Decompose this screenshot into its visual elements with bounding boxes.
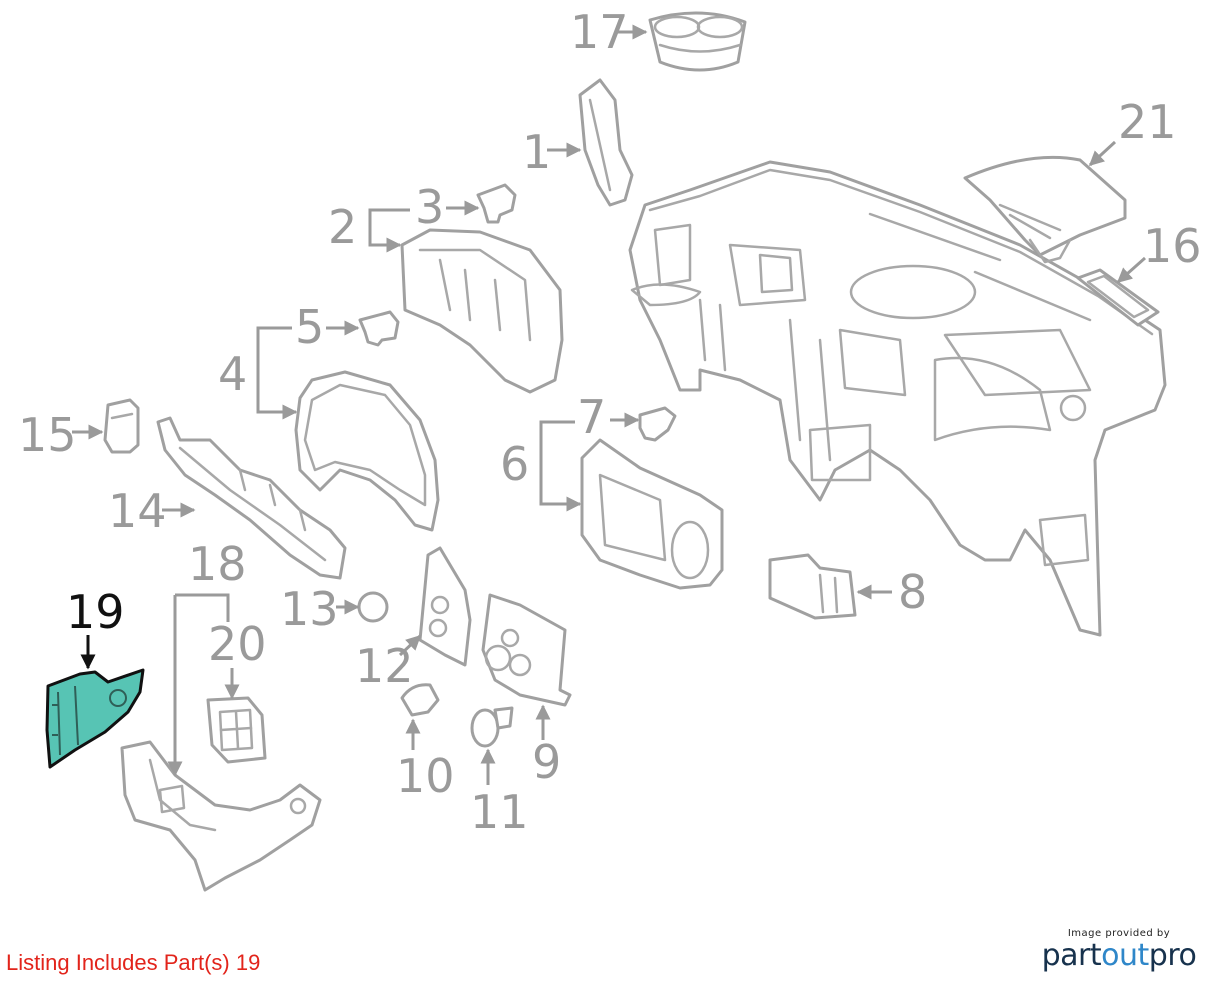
callout-16: 16 <box>1143 219 1202 273</box>
part-7-clip <box>638 406 677 442</box>
part-17-cup-holder <box>648 11 747 72</box>
callout-2: 2 <box>328 200 357 254</box>
callout-labels: 17 1 21 3 2 16 5 4 7 15 6 14 18 8 19 13 … <box>18 5 1202 839</box>
part-21-glove-box-lid <box>963 155 1127 264</box>
image-provided-by: Image provided by <box>1067 928 1171 939</box>
callout-10: 10 <box>396 749 455 803</box>
part-19-shape <box>45 668 145 769</box>
part-13-knob <box>357 591 389 623</box>
brand-wordmark: partoutpro <box>1034 939 1204 973</box>
callout-12: 12 <box>355 639 414 693</box>
dashboard-panel <box>628 160 1167 637</box>
part-19-cover-highlighted <box>45 668 145 769</box>
part-11-push-clip <box>470 706 514 748</box>
partoutpro-logo: Image provided by partoutpro <box>1034 928 1204 973</box>
part-6-center-bezel <box>580 438 724 590</box>
part-1-bracket <box>578 78 634 207</box>
part-10-clip <box>400 683 440 717</box>
part-5-clip <box>358 310 400 347</box>
callout-20: 20 <box>208 617 267 671</box>
callout-21: 21 <box>1118 95 1177 149</box>
part-9-switch-panel <box>481 593 572 707</box>
callout-11: 11 <box>470 785 529 839</box>
part-16-switch <box>1076 268 1160 327</box>
part-14-lower-trim <box>156 416 347 580</box>
callout-15: 15 <box>18 408 77 462</box>
part-15-switch <box>103 398 140 454</box>
callout-18: 18 <box>188 537 247 591</box>
leader-lines <box>72 24 1146 785</box>
callout-5: 5 <box>295 300 324 354</box>
part-8-bin <box>768 553 857 620</box>
callout-19: 19 <box>66 585 125 639</box>
part-2-cluster-housing <box>400 228 564 394</box>
part-3-clip <box>476 183 517 224</box>
brand-pro: pro <box>1148 938 1197 973</box>
brand-out: out <box>1101 938 1149 973</box>
callout-9: 9 <box>532 735 561 789</box>
part-18-knee-panel <box>120 740 322 892</box>
callout-13: 13 <box>280 582 339 636</box>
callout-8: 8 <box>898 565 927 619</box>
callout-14: 14 <box>108 484 167 538</box>
callout-4: 4 <box>218 347 247 401</box>
callout-6: 6 <box>500 437 529 491</box>
brand-part: part <box>1041 938 1102 973</box>
callout-7: 7 <box>577 390 606 444</box>
callout-17: 17 <box>570 5 629 59</box>
listing-includes-parts: Listing Includes Part(s) 19 <box>6 950 261 975</box>
part-12-bracket <box>418 546 472 667</box>
part-20-vent <box>206 696 267 764</box>
callout-3: 3 <box>415 180 444 234</box>
callout-1: 1 <box>522 125 551 179</box>
part-4-cluster-bezel <box>294 370 440 532</box>
